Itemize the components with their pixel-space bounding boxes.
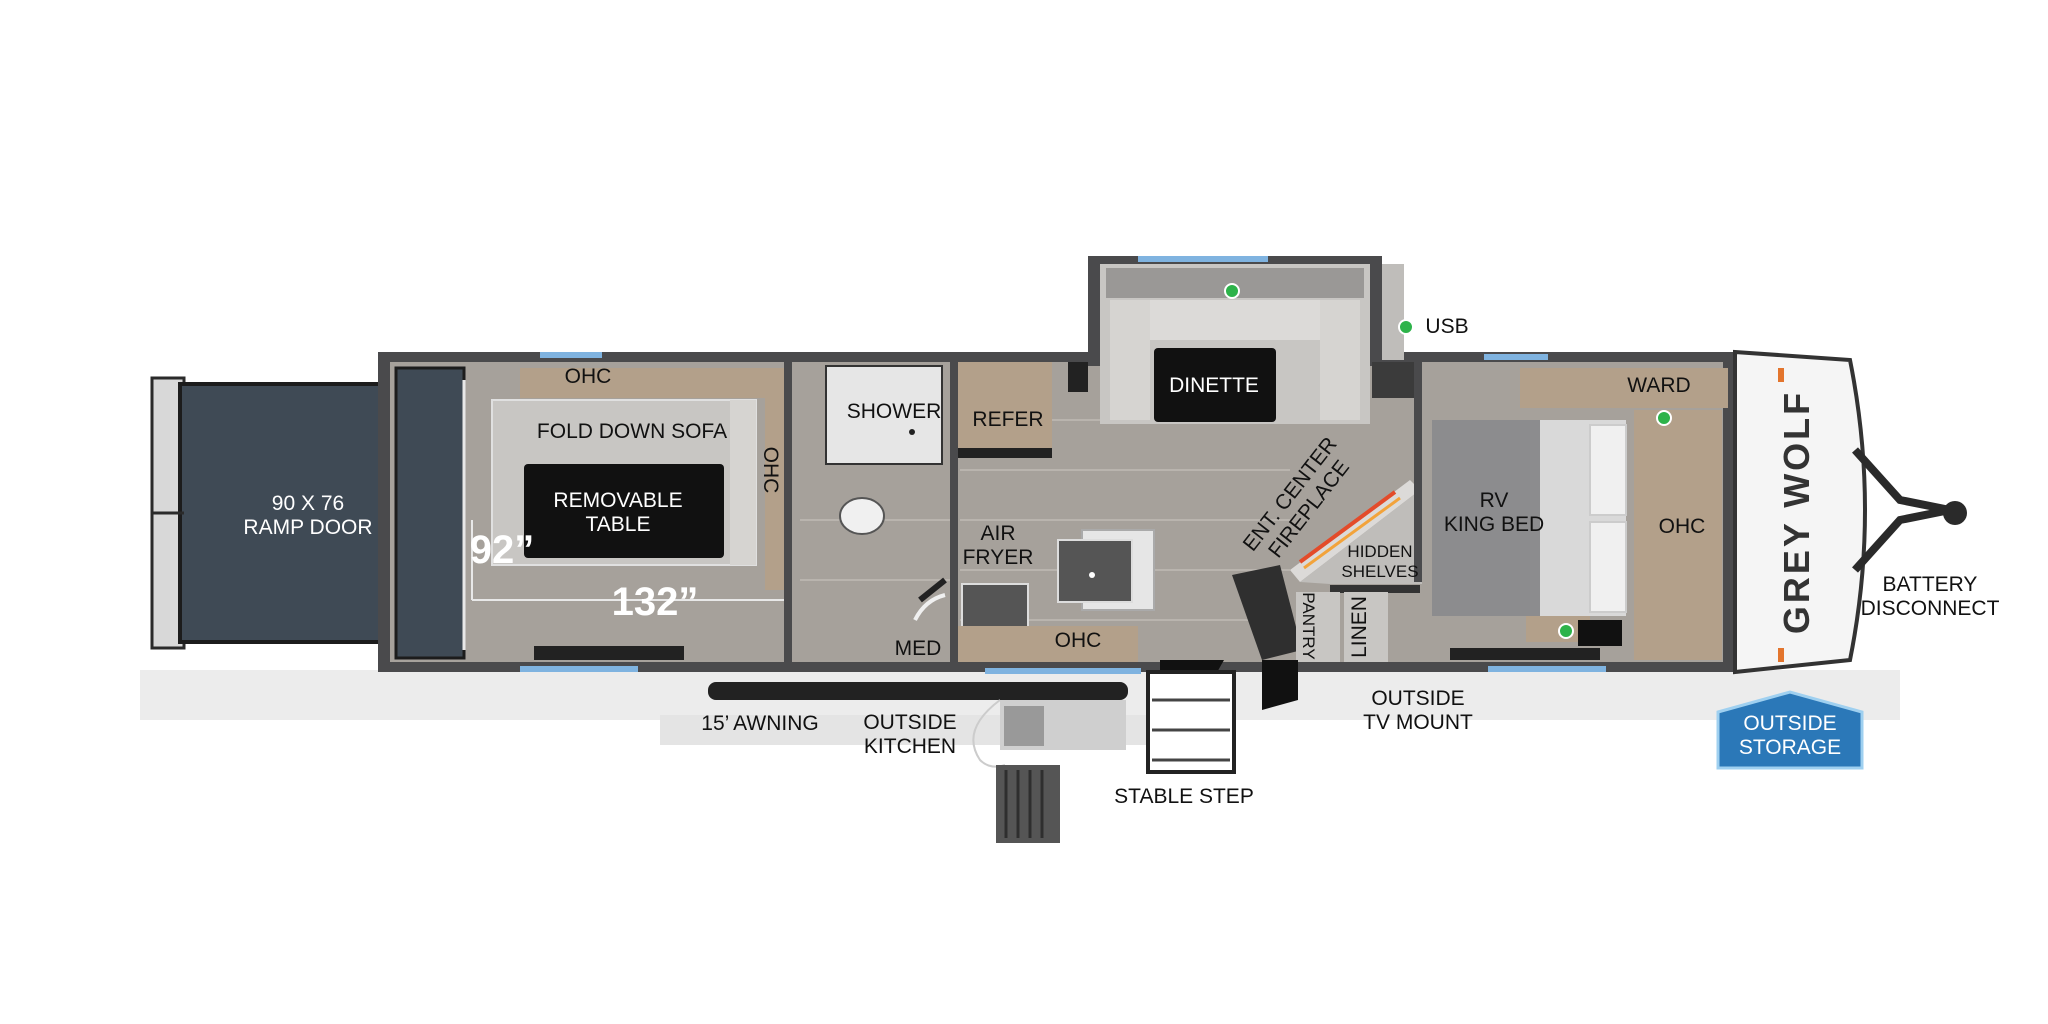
bedroom: [1414, 354, 1728, 672]
garage-area: [394, 352, 787, 672]
bathroom: [825, 362, 958, 662]
king-bed-line-2: KING BED: [1443, 513, 1545, 536]
ward-label: WARD: [1627, 374, 1691, 397]
removable-table-line-1: REMOVABLE: [553, 489, 683, 512]
pantry-label: PANTRY: [1299, 592, 1318, 660]
outside-kitchen-line-2: KITCHEN: [863, 735, 957, 758]
outside-storage-line-2: STORAGE: [1738, 736, 1842, 759]
removable-table-label: REMOVABLE TABLE: [553, 489, 682, 537]
med-label: MED: [894, 637, 942, 660]
dinette-label: DINETTE: [1169, 374, 1259, 397]
outside-kitchen-label: OUTSIDE KITCHEN: [863, 711, 956, 759]
ent-center: [1232, 362, 1422, 660]
outlet-dinette: [1224, 283, 1240, 299]
outside-tv-line-2: TV MOUNT: [1363, 711, 1473, 734]
outside-storage-label: OUTSIDE STORAGE: [1739, 712, 1841, 760]
awning-label: 15’ AWNING: [701, 712, 819, 735]
usb-label: USB: [1425, 315, 1469, 338]
dimension-length: 132”: [611, 580, 699, 624]
outlet-ward: [1656, 410, 1672, 426]
stable-step-label: STABLE STEP: [1114, 785, 1254, 808]
ohc-bedroom-label: OHC: [1658, 515, 1706, 538]
air-fryer-line-2: FRYER: [962, 546, 1034, 569]
battery-line-1: BATTERY: [1882, 573, 1978, 596]
outside-kitchen-line-1: OUTSIDE: [863, 711, 957, 734]
king-bed-label: RV KING BED: [1444, 489, 1544, 537]
outlet-bed: [1558, 623, 1574, 639]
ohc-garage-label: OHC: [564, 365, 612, 388]
ohc-kitchen-label: OHC: [1054, 629, 1102, 652]
linen-label: LINEN: [1348, 596, 1371, 658]
awning-bar: [708, 682, 1128, 700]
brand-logo: GREY WOLF: [1776, 389, 1817, 635]
ramp-door-label: 90 X 76 RAMP DOOR: [243, 492, 372, 540]
dinette-table: [1154, 348, 1276, 422]
outside-kitchen: [972, 699, 1126, 843]
front-cap: [1733, 349, 1867, 675]
hidden-shelves-line-1: HIDDEN: [1347, 542, 1413, 561]
ramp-door-line-1: 90 X 76: [271, 492, 345, 515]
hidden-shelves-label: HIDDEN SHELVES: [1341, 542, 1418, 582]
shower-label: SHOWER: [846, 400, 942, 423]
dimension-height: 92”: [469, 528, 535, 572]
kitchen: [958, 362, 1155, 674]
outside-tv-line-1: OUTSIDE: [1371, 687, 1465, 710]
battery-line-2: DISCONNECT: [1860, 597, 2000, 620]
hitch: [1852, 447, 1967, 573]
refer-label: REFER: [972, 408, 1044, 431]
stable-step: [1146, 660, 1298, 774]
outside-tv-label: OUTSIDE TV MOUNT: [1363, 687, 1473, 735]
removable-table-line-2: TABLE: [585, 513, 651, 536]
air-fryer-label: AIR FRYER: [963, 522, 1034, 570]
battery-disconnect-label: BATTERY DISCONNECT: [1861, 573, 2000, 621]
ohc-garage-side-label: OHC: [759, 446, 782, 494]
outside-storage-line-1: OUTSIDE: [1743, 712, 1837, 735]
air-fryer-line-1: AIR: [980, 522, 1016, 545]
hidden-shelves-line-2: SHELVES: [1341, 562, 1419, 581]
outlet-usb: [1398, 319, 1414, 335]
outside-storage-box: [1716, 690, 1864, 770]
pantry-linen: [1296, 592, 1388, 662]
interior-wall: [784, 362, 792, 662]
ramp-door-line-2: RAMP DOOR: [243, 516, 373, 539]
king-bed-line-1: RV: [1479, 489, 1509, 512]
fold-down-sofa-label: FOLD DOWN SOFA: [536, 420, 728, 443]
